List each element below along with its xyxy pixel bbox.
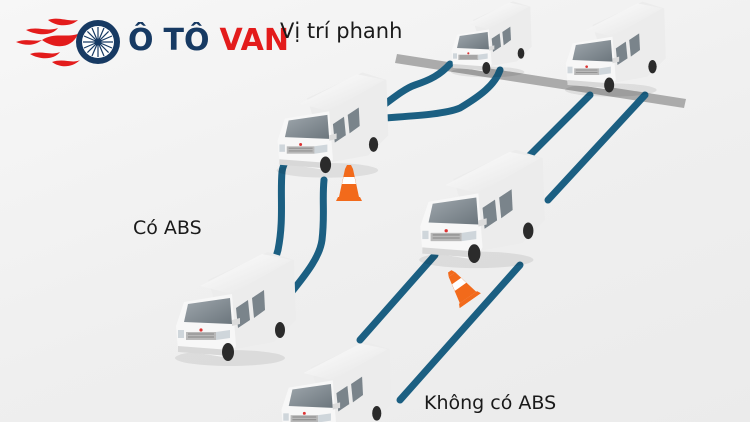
without-abs-label: Không có ABS bbox=[424, 392, 557, 414]
logo-word-o: Ô bbox=[128, 23, 154, 58]
van-noabs-mid bbox=[418, 149, 546, 269]
van-abs-mid bbox=[276, 71, 389, 179]
van-abs-start bbox=[174, 251, 297, 367]
van-abs-end bbox=[450, 0, 533, 78]
with-abs-label: Có ABS bbox=[133, 217, 202, 239]
cone-noabs-knocked-icon bbox=[439, 263, 481, 309]
brake-position-label: Vị trí phanh bbox=[280, 19, 403, 43]
site-logo[interactable]: Ô TÔ VAN bbox=[12, 12, 289, 70]
logo-wordmark: Ô TÔ VAN bbox=[128, 26, 289, 56]
van-noabs-end bbox=[564, 1, 667, 98]
van-noabs-start bbox=[279, 341, 392, 422]
flaming-wheel-icon bbox=[16, 18, 120, 67]
logo-word-to: TÔ bbox=[163, 23, 210, 58]
no-abs-tire-tracks bbox=[356, 91, 649, 404]
logo-word-van: VAN bbox=[219, 23, 289, 58]
